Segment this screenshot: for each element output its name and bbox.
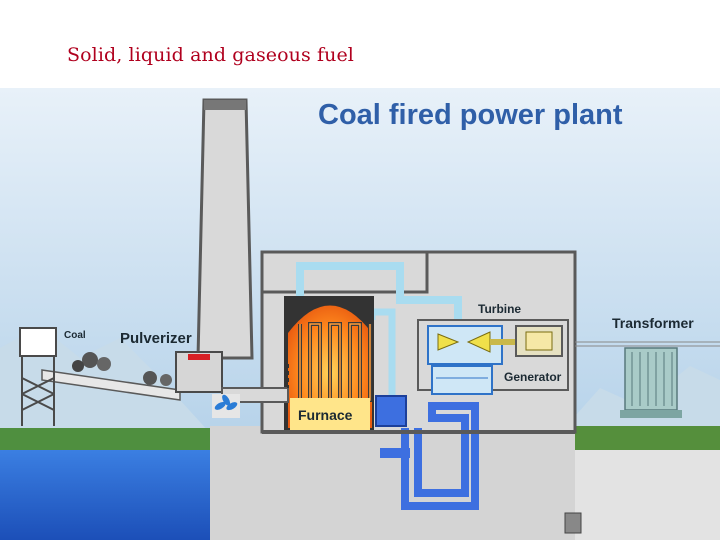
label-furnace: Furnace (298, 407, 353, 423)
building-foundation (262, 430, 575, 434)
coal-silo (20, 328, 56, 356)
ground-floor (575, 450, 720, 540)
label-generator: Generator (504, 370, 562, 384)
generator-core (526, 332, 552, 350)
building-base (210, 426, 575, 540)
feedwater-riser (376, 396, 406, 426)
power-plant-diagram: Coal fired power plant Coal Pulverizer F… (0, 88, 720, 540)
turbine-shaft (490, 339, 516, 345)
slide-title: Solid, liquid and gaseous fuel (67, 44, 354, 66)
chimney (198, 100, 252, 358)
pulverizer-red-mark (188, 354, 210, 360)
chimney-top (204, 100, 246, 110)
diagram-heading: Coal fired power plant (318, 99, 623, 131)
label-pulverizer: Pulverizer (120, 330, 192, 347)
condenser (432, 366, 492, 394)
label-turbine: Turbine (478, 302, 521, 316)
label-transformer: Transformer (612, 315, 694, 331)
ground-right (575, 426, 720, 450)
fan-icon (212, 393, 240, 418)
label-coal: Coal (64, 330, 86, 341)
water-intake (380, 448, 410, 458)
outflow-pump (565, 513, 581, 533)
